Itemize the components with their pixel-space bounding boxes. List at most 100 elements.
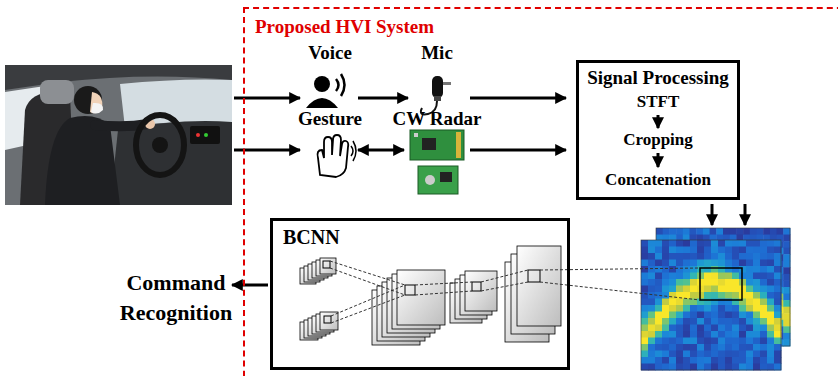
spectrogram-cell (753, 344, 761, 351)
spectrogram-cell (655, 351, 663, 358)
spectrogram-cell (711, 312, 719, 319)
spectrogram-cell (732, 325, 740, 332)
spectrogram-cell (683, 331, 691, 338)
voice-icon-part (336, 79, 339, 91)
spectrogram-cell (676, 299, 684, 306)
flow-arrows-part (744, 204, 747, 225)
spectrogram-cell (725, 292, 733, 299)
spectrogram-cell (683, 279, 691, 286)
spectrogram-cell (683, 351, 691, 358)
spectrogram-cell (641, 351, 649, 358)
cnn-illustration-part (528, 270, 540, 282)
spectrogram-cell (662, 312, 670, 319)
spectrogram-cell (739, 338, 747, 345)
spectrogram-cell (690, 266, 698, 273)
spectrogram-cell (767, 351, 775, 358)
spectrogram-cell (676, 240, 684, 247)
spectrogram-cell (732, 338, 740, 345)
spectrogram-cell (648, 325, 656, 332)
spectrogram-cell (718, 240, 726, 247)
spectrogram-cell (774, 357, 782, 364)
spectrogram-cell (683, 240, 691, 247)
driver-photo-part (91, 103, 103, 114)
spectrogram-cell (753, 331, 761, 338)
spectrogram-cell (697, 351, 705, 358)
spectrogram-cell (753, 279, 761, 286)
spectrogram-cell (783, 235, 790, 242)
spectrogram-cell (743, 228, 750, 235)
spectrogram-cell (669, 344, 677, 351)
spectrogram-cell (774, 266, 782, 273)
spectrogram-cell (718, 364, 726, 371)
spectrogram-cell (718, 344, 726, 351)
label-holder: Voice (270, 40, 390, 66)
spectrogram-cell (767, 331, 775, 338)
spectrogram-cell (746, 351, 754, 358)
spectrogram-cell (783, 267, 790, 274)
process-box: Signal ProcessingSTFTCroppingConcatenati… (576, 60, 740, 200)
spectrogram-cell (641, 240, 649, 247)
driver-photo-part (204, 133, 208, 137)
spectrogram-cell (760, 253, 768, 260)
spectrogram-cell (774, 247, 782, 254)
spectrogram-cell (753, 292, 761, 299)
spectrogram-cell (746, 299, 754, 306)
spectrogram-cell (683, 318, 691, 325)
spectrogram-cell (767, 273, 775, 280)
spectrogram-cell (648, 247, 656, 254)
spectrogram-cell (697, 331, 705, 338)
sensor-label: CW Radar (377, 106, 497, 132)
flow-arrows-part (232, 284, 268, 287)
spectrogram-cell (662, 279, 670, 286)
spectrogram-cell (690, 273, 698, 280)
spectrogram-cell (711, 357, 719, 364)
spectrogram-cell (669, 357, 677, 364)
spectrogram-cell (725, 357, 733, 364)
spectrogram-cell (704, 351, 712, 358)
spectrogram-cell (739, 312, 747, 319)
spectrogram-cell (760, 331, 768, 338)
cnn-illustration-part (481, 270, 528, 282)
spectrogram-cell (655, 253, 663, 260)
spectrogram-cell (732, 273, 740, 280)
spectrogram-cell (662, 357, 670, 364)
spectrogram-cell (760, 344, 768, 351)
spectrogram-cell (704, 279, 712, 286)
spectrogram-cell (662, 299, 670, 306)
label-holder: Command Recognition (108, 268, 244, 328)
spectrogram-cell (683, 364, 691, 371)
spectrogram-cell (697, 357, 705, 364)
spectrogram-cell (770, 228, 777, 235)
spectrogram-cell (690, 364, 698, 371)
receptive-field-box (700, 268, 742, 300)
spectrogram-cell (704, 325, 712, 332)
spectrogram-cell (783, 287, 790, 294)
spectrogram-cell (732, 292, 740, 299)
spectrogram-cell (725, 247, 733, 254)
cnn-illustration-part (415, 282, 472, 285)
spectrogram-cell (774, 292, 782, 299)
spectrogram-cell (641, 260, 649, 267)
spectrogram-cell (690, 312, 698, 319)
spectrogram-cell (641, 325, 649, 332)
spectrogram-cell (711, 292, 719, 299)
spectrogram-cell (732, 253, 740, 260)
spectrogram-cell (739, 344, 747, 351)
label-holder: CW Radar (377, 106, 497, 132)
spectrogram-frame (641, 240, 782, 371)
spectrogram-cell (739, 260, 747, 267)
spectrogram-cell (774, 305, 782, 312)
gesture-hand-icon (318, 135, 357, 177)
radar-board-icon-part (422, 138, 436, 150)
driver-photo-part (136, 115, 184, 175)
spectrogram-cell (669, 273, 677, 280)
spectrogram-cell (704, 247, 712, 254)
spectrogram-cell (711, 331, 719, 338)
spectrogram-cell (704, 338, 712, 345)
spectrogram-cell (746, 318, 754, 325)
spectrogram-cell (736, 228, 743, 235)
spectrogram-cell (760, 338, 768, 345)
spectrogram-cell (655, 286, 663, 293)
spectrogram-cell (690, 357, 698, 364)
spectrogram-cell (746, 312, 754, 319)
